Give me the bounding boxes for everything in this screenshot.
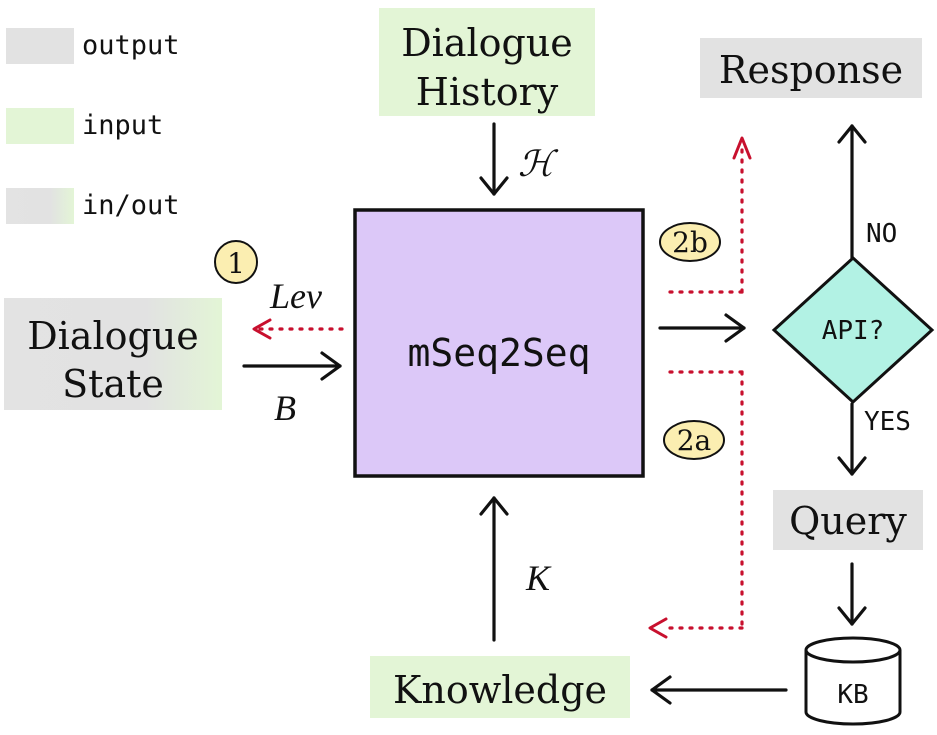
no-edge-label: NO <box>866 219 897 249</box>
step-2a-arrow-head <box>648 617 668 639</box>
legend-swatch-input <box>6 108 74 144</box>
dialogue-history-node <box>379 8 595 116</box>
step-2b-arrow-head <box>732 136 752 160</box>
history-arrow-head <box>479 176 509 196</box>
lev-arrow-head <box>252 318 272 340</box>
response-node <box>700 38 922 98</box>
kb-label: KB <box>837 680 868 710</box>
api-response-arrow-head <box>837 124 867 144</box>
dialogue-state-node <box>4 298 222 410</box>
k-edge-label: K <box>525 558 552 598</box>
kb-database-icon <box>804 636 902 726</box>
legend-label-inout: in/out <box>82 190 180 221</box>
query-kb-arrow-head <box>837 606 867 626</box>
dialogue-history-line1: Dialogue <box>401 21 573 65</box>
step-2b-badge <box>659 222 721 262</box>
api-decision <box>771 255 935 405</box>
step-1-label: 1 <box>227 247 245 280</box>
yes-edge-label: YES <box>864 407 911 437</box>
step-2a-label: 2a <box>677 424 712 457</box>
knowledge-model-arrow-head <box>479 496 509 516</box>
history-edge-label: ℋ <box>518 144 559 184</box>
query-label: Query <box>789 499 907 543</box>
response-label: Response <box>719 48 903 92</box>
dialogue-history-line2: History <box>416 70 559 114</box>
b-edge-label: B <box>274 388 296 428</box>
lev-edge-label: Lev <box>269 276 322 316</box>
state-arrow-head <box>320 351 342 381</box>
dialogue-state-line1: Dialogue <box>27 314 199 358</box>
model-label: mSeq2Seq <box>407 331 590 375</box>
step-2a-badge <box>663 420 725 460</box>
knowledge-label: Knowledge <box>393 668 607 712</box>
legend-swatch-inout <box>6 188 74 224</box>
step-2b-label: 2b <box>672 226 708 259</box>
model-api-arrow-head <box>724 313 746 343</box>
legend-swatch-output <box>6 28 74 64</box>
mseq2seq-model <box>353 208 645 478</box>
api-query-arrow-head <box>837 456 867 476</box>
query-node <box>773 490 923 550</box>
knowledge-node <box>370 656 630 718</box>
dialogue-state-line2: State <box>62 362 164 406</box>
api-decision-label: API? <box>822 316 885 346</box>
kb-knowledge-arrow-head <box>650 675 672 705</box>
legend-label-output: output <box>82 30 180 61</box>
step-1-badge <box>214 240 258 284</box>
legend-label-input: input <box>82 110 163 141</box>
